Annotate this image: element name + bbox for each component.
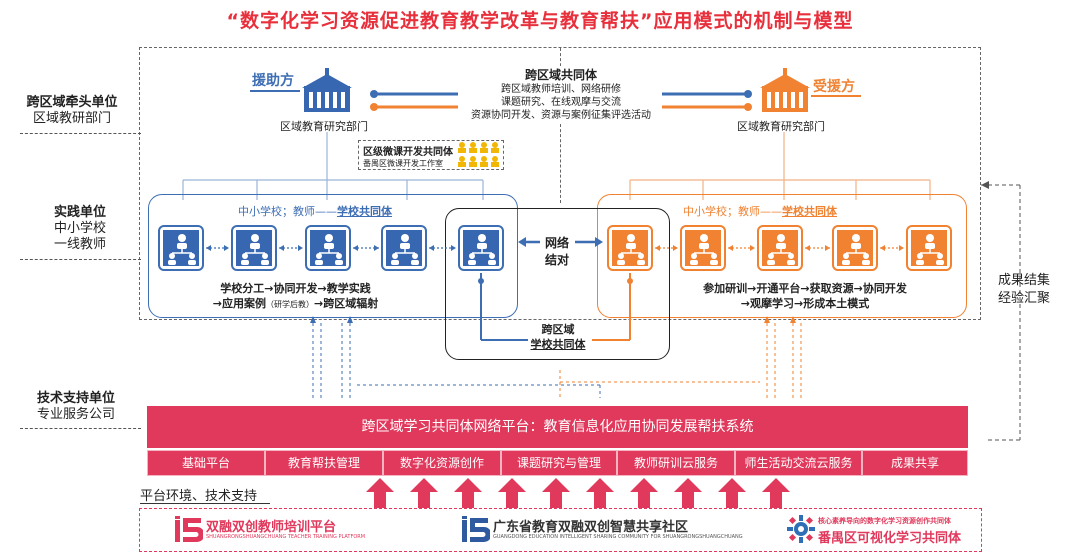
gear-logo-icon xyxy=(787,515,815,543)
recv-school-node-4 xyxy=(832,225,878,271)
practice-unit-line xyxy=(20,259,141,260)
recv-building-icon xyxy=(760,68,810,112)
weike-title: 区级微课开发共同体 xyxy=(363,147,453,158)
recv-panel-subtitle: 中小学校；教师——学校共同体 xyxy=(683,203,837,219)
cross-school-line-2: 学校共同体 xyxy=(530,338,586,351)
module-teacher-training[interactable]: 教师研训云服务 xyxy=(617,450,735,476)
weike-community: 区级微课开发共同体 番禺区微课开发工作室 xyxy=(358,140,504,170)
logo2-text: 广东省教育双融双创智慧共享社区 xyxy=(493,520,689,535)
page-title: “数字化学习资源促进教育教学改革与教育帮扶”应用模式的机制与模型 xyxy=(226,10,854,32)
recv-school-panel xyxy=(597,194,967,318)
results-line-2: 经验汇聚 xyxy=(997,291,1050,306)
cross-school-line-1: 跨区域 xyxy=(541,323,575,336)
network-pairing-label: 网络 结对 xyxy=(538,235,576,269)
aid-panel-subtitle-a: 中小学校；教师—— xyxy=(238,205,337,218)
module-research[interactable]: 课题研究与管理 xyxy=(501,450,617,476)
module-digital-resource[interactable]: 数字化资源创作 xyxy=(383,450,501,476)
network-line-2: 结对 xyxy=(544,253,569,267)
platform-title: 跨区域学习共同体网络平台：教育信息化应用协同发展帮扶系统 xyxy=(361,419,754,435)
results-collection-label: 成果结集 经验汇聚 xyxy=(984,272,1064,308)
main-frame xyxy=(139,47,981,320)
logo2-sub: GUANGDONG EDUCATION INTELLIGENT SHARING … xyxy=(493,534,743,540)
recv-process-text: 参加研训→开通平台→获取资源→协同开发 →观摩学习→形成本土模式 xyxy=(645,281,965,311)
recv-panel-subtitle-a: 中小学校；教师—— xyxy=(683,205,782,218)
logo1-sub: SHUANGRONGSHUANGCHUANG TEACHER TRAINING … xyxy=(206,534,366,540)
aid-panel-subtitle-b: 学校共同体 xyxy=(337,205,392,218)
label-practice-unit-title: 实践单位 xyxy=(53,205,106,220)
aid-dept: 区域教育研究部门 xyxy=(280,120,368,133)
cross-region-line-2: 课题研究、在线观摩与交流 xyxy=(501,97,621,108)
label-lead-unit: 跨区域牵头单位 区域教研部门 xyxy=(22,95,122,127)
recv-dept: 区域教育研究部门 xyxy=(737,120,825,133)
cross-school-label: 跨区域 学校共同体 xyxy=(520,322,596,352)
up-arrows xyxy=(366,478,790,508)
weike-sub: 番禺区微课开发工作室 xyxy=(363,159,443,168)
aid-process-line-1: 学校分工→协同开发→教学实践 xyxy=(220,282,371,295)
right-double-arrow-icon xyxy=(662,90,752,111)
cross-region-block: 跨区域共同体 跨区域教师培训、网络研修 课题研究、在线观摩与交流 资源协同开发、… xyxy=(460,66,662,122)
label-tech-unit: 技术支持单位 专业服务公司 xyxy=(26,391,126,423)
recv-process-line-1: 参加研训→开通平台→获取资源→协同开发 xyxy=(703,282,907,295)
support-label: 平台环境、技术支持 xyxy=(140,489,258,504)
aid-side-label: 援助方 xyxy=(252,73,294,89)
support-underline xyxy=(140,503,270,504)
label-lead-unit-title: 跨区域牵头单位 xyxy=(26,95,118,110)
label-tech-unit-title: 技术支持单位 xyxy=(36,391,115,406)
aid-process-line-2b: （研学后教） xyxy=(266,300,314,309)
tech-unit-line xyxy=(20,428,141,429)
label-practice-unit: 实践单位 中小学校 一线教师 xyxy=(40,205,120,253)
label-practice-unit-sub2: 一线教师 xyxy=(53,237,106,252)
results-line-1: 成果结集 xyxy=(997,273,1050,288)
platform-modules: 基础平台 教育帮扶管理 数字化资源创作 课题研究与管理 教师研训云服务 师生活动… xyxy=(147,450,968,476)
recv-process-line-2: →观摩学习→形成本土模式 xyxy=(740,297,870,310)
module-basic-platform[interactable]: 基础平台 xyxy=(147,450,265,476)
aid-process-line-2a: →应用案例 xyxy=(212,297,266,310)
module-results-sharing[interactable]: 成果共享 xyxy=(862,450,968,476)
platform-banner: 跨区域学习共同体网络平台：教育信息化应用协同发展帮扶系统 xyxy=(147,406,968,448)
label-tech-unit-sub: 专业服务公司 xyxy=(36,407,115,422)
cross-region-line-3: 资源协同开发、资源与案例征集评选活动 xyxy=(471,110,651,121)
lead-unit-line xyxy=(20,133,141,134)
left-double-arrow-icon xyxy=(370,90,458,111)
label-practice-unit-sub1: 中小学校 xyxy=(53,221,106,236)
cross-school-box xyxy=(445,208,670,360)
weike-group-icon xyxy=(458,142,499,167)
aid-process-line-2c: →跨区域辐射 xyxy=(314,297,379,310)
recv-school-node-3 xyxy=(757,225,803,271)
label-lead-unit-sub: 区域教研部门 xyxy=(32,111,111,126)
aid-building-icon xyxy=(302,68,352,112)
network-line-1: 网络 xyxy=(544,236,569,250)
recv-panel-subtitle-b: 学校共同体 xyxy=(782,205,837,218)
aid-process-text: 学校分工→协同开发→教学实践 →应用案例（研学后教）→跨区域辐射 xyxy=(152,281,514,312)
logo2-i5-icon xyxy=(462,516,490,542)
logo-bar xyxy=(139,508,982,552)
logo1-text: 双融双创教师培训平台 xyxy=(206,520,337,535)
aid-process-line-2: →应用案例（研学后教）→跨区域辐射 xyxy=(152,296,514,312)
logo-i5-icon xyxy=(175,516,203,542)
center-divider xyxy=(560,48,561,203)
recv-school-node-1 xyxy=(607,225,653,271)
recv-underline xyxy=(811,95,861,97)
aid-school-panel xyxy=(148,194,518,318)
cross-region-line-1: 跨区域教师培训、网络研修 xyxy=(501,84,621,95)
logo3-small-text: 核心素养导向的数字化学习资源创作共同体 xyxy=(818,517,951,525)
cross-region-title: 跨区域共同体 xyxy=(524,68,597,82)
aid-underline xyxy=(250,90,300,92)
module-activity-exchange[interactable]: 师生活动交流云服务 xyxy=(735,450,862,476)
recv-side-label: 受援方 xyxy=(813,79,855,95)
module-aid-management[interactable]: 教育帮扶管理 xyxy=(265,450,383,476)
logo3-text: 番禺区可视化学习共同体 xyxy=(818,531,962,546)
aid-panel-subtitle: 中小学校；教师——学校共同体 xyxy=(238,203,392,219)
